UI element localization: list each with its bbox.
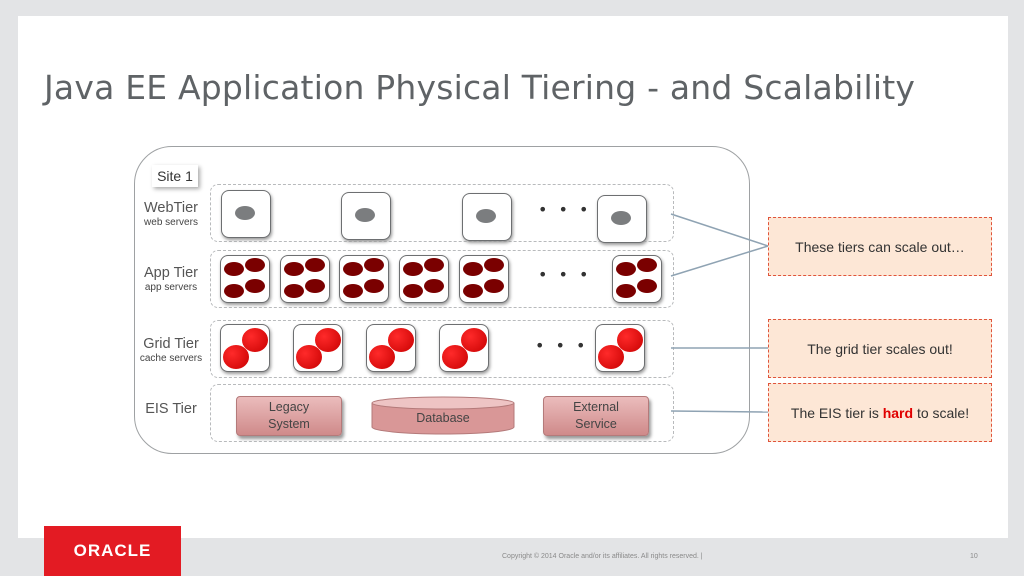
app-server [280,255,330,303]
app-tier-label: App Tier app servers [136,265,206,294]
cache-node [598,345,624,369]
app-server [399,255,449,303]
web-server [597,195,647,243]
copyright-text: Copyright © 2014 Oracle and/or its affil… [502,553,703,560]
app-tier-band [210,250,674,308]
cache-node [242,328,268,352]
app-node [463,284,483,298]
app-node [224,262,244,276]
app-node [224,284,244,298]
web-server [221,190,271,238]
app-tier-sub: app servers [144,282,198,293]
web-server-dot [235,206,255,220]
web-tier-ellipsis: • • • [538,200,592,219]
callout-eis-prefix: The EIS tier is [790,404,879,421]
app-node [364,279,384,293]
cache-node [296,345,322,369]
web-tier-name: WebTier [144,200,198,216]
app-node [343,284,363,298]
app-node [484,258,504,272]
app-node [637,279,657,293]
grid-tier-ellipsis: • • • [535,336,589,355]
app-tier-ellipsis: • • • [538,265,592,284]
app-node [637,258,657,272]
app-node [463,262,483,276]
callout-eis-hard-word: hard [882,404,914,421]
app-tier-name: App Tier [144,265,198,281]
external-service-label: External Service [573,400,619,431]
app-node [424,258,444,272]
cache-node [617,328,643,352]
grid-tier-sub: cache servers [139,353,203,364]
web-tier-band [210,184,674,242]
web-server [462,193,512,241]
app-node [364,258,384,272]
app-node [616,262,636,276]
app-node [424,279,444,293]
legacy-system-label: Legacy System [268,400,310,431]
app-node [616,284,636,298]
callout-scale-out: These tiers can scale out… [768,217,992,276]
app-node [284,284,304,298]
cache-node [315,328,341,352]
web-server-dot [476,209,496,223]
app-node [284,262,304,276]
cache-server [220,324,270,372]
web-tier-sub: web servers [144,217,198,228]
cache-server [595,324,645,372]
web-server-dot [611,211,631,225]
grid-tier-label: Grid Tier cache servers [136,336,206,365]
app-server [339,255,389,303]
database-cylinder [371,396,515,435]
grid-tier-name: Grid Tier [143,336,199,352]
app-node [403,284,423,298]
web-server-dot [355,208,375,222]
cache-node [223,345,249,369]
app-node [245,258,265,272]
cache-server [439,324,489,372]
cache-node [388,328,414,352]
external-service-box: External Service [543,396,649,436]
database-label: Database [416,411,470,425]
callout-grid-scales: The grid tier scales out! [768,319,992,378]
callout-eis-hard: The EIS tier is hard to scale! [768,383,992,442]
web-server [341,192,391,240]
app-node [484,279,504,293]
app-node [305,258,325,272]
eis-tier-label: EIS Tier [136,401,206,418]
app-server [612,255,662,303]
oracle-logo: ORACLE [44,526,181,576]
app-node [305,279,325,293]
eis-tier-band [210,384,674,442]
callout-eis-suffix: to scale! [916,404,970,421]
cache-node [442,345,468,369]
page-number: 10 [970,553,978,560]
app-server [220,255,270,303]
app-node [403,262,423,276]
app-server [459,255,509,303]
slide-title: Java EE Application Physical Tiering - a… [44,68,916,107]
site-label: Site 1 [152,165,198,187]
grid-tier-band [210,320,674,378]
cache-server [366,324,416,372]
eis-tier-name: EIS Tier [145,401,197,417]
app-node [343,262,363,276]
web-tier-label: WebTier web servers [136,200,206,229]
legacy-system-box: Legacy System [236,396,342,436]
app-node [245,279,265,293]
cache-server [293,324,343,372]
cache-node [369,345,395,369]
cache-node [461,328,487,352]
